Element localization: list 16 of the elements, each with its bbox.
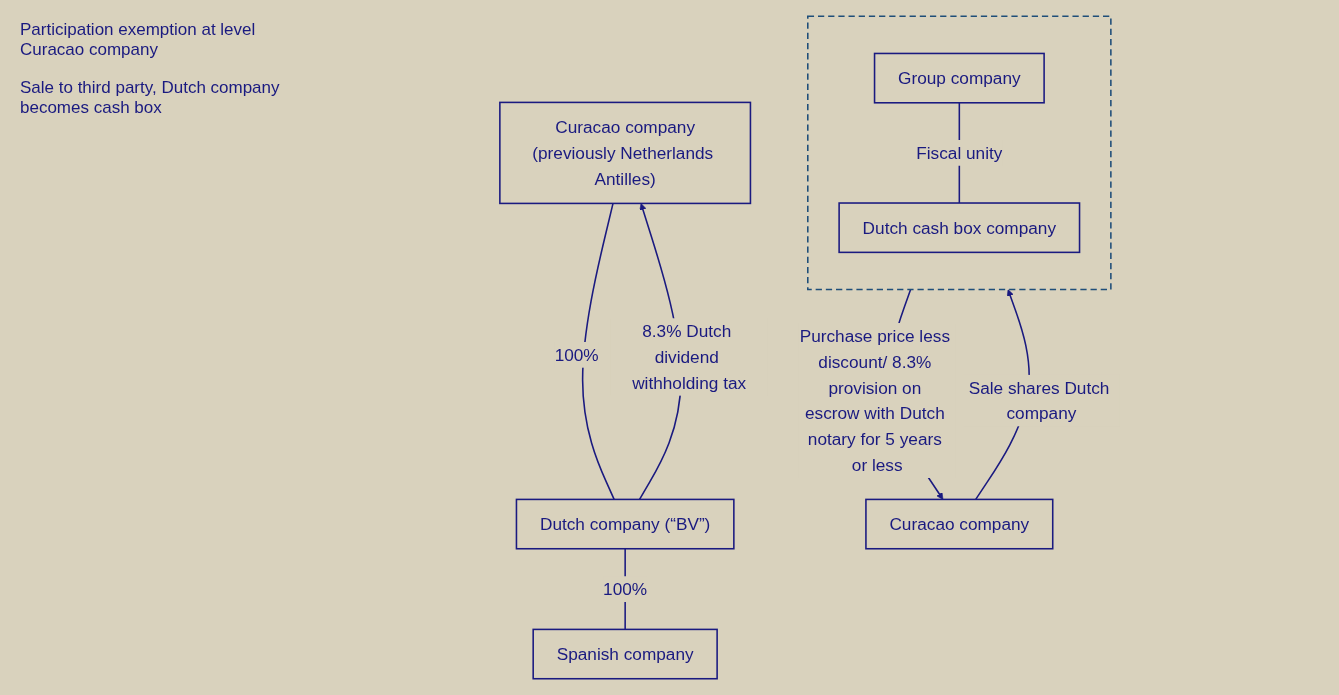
node-box: Dutch company (“BV”) (515, 498, 735, 550)
node-box: Group company (873, 52, 1045, 104)
connector (581, 202, 615, 501)
edge-label: Purchase price less discount/ 8.3% provision on escrow with Dutch notary for 5 years or less (799, 326, 950, 475)
node-box: Curacao company (previously Netherlands Antilles) (498, 101, 751, 205)
edge-label: 100% (602, 579, 647, 599)
cluster (806, 15, 1112, 291)
node-box: Spanish company (532, 628, 718, 680)
note-text: Sale to third party, Dutch company becomes cash box (20, 78, 280, 118)
edge-label: Sale shares Dutch company (968, 377, 1110, 424)
edge-label: 8.3% Dutch dividend withholding tax (631, 321, 746, 393)
node-box: Dutch cash box company (838, 202, 1081, 254)
edge-label: Fiscal unity (915, 143, 1003, 163)
node-box: Curacao company (864, 498, 1054, 550)
note-text: Participation exemption at level Curacao company (20, 20, 257, 60)
edge-label: 100% (554, 345, 599, 365)
